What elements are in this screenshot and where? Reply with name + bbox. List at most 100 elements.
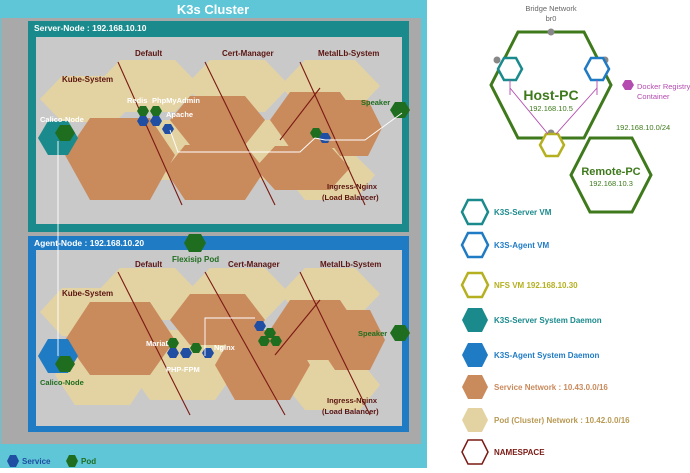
phpfpm-label: PHP-FPM xyxy=(166,365,200,374)
legend-agent-vm-label: K3S-Agent VM xyxy=(494,241,549,250)
phpmyadmin-label: PhpMyAdmin xyxy=(152,96,200,105)
service-net-hex xyxy=(255,146,350,190)
pod-icon xyxy=(264,328,276,338)
service-icon xyxy=(319,133,331,143)
bridge-port xyxy=(547,28,555,36)
namespace-boundary xyxy=(117,61,183,206)
namespace-boundary xyxy=(204,271,286,416)
legend-pod-net-label: Pod (Cluster) Network : 10.42.0.0/16 xyxy=(494,416,630,425)
service-icon xyxy=(137,116,149,126)
pod-icon xyxy=(137,106,149,116)
docker-registry-label-2: Container xyxy=(637,92,670,101)
speaker-pod-server xyxy=(390,102,410,118)
legend-server-daemon-label: K3S-Server System Daemon xyxy=(494,316,602,325)
agent-ns-ingress: Ingress-Nginx xyxy=(327,396,378,405)
legend-namespace-icon xyxy=(461,439,489,465)
legend: K3S-Server VM K3S-Agent VM NFS VM 192.16… xyxy=(460,198,630,465)
flexisip-pod xyxy=(184,234,206,252)
agent-namespace-lines xyxy=(117,271,371,416)
pod-icon xyxy=(190,343,202,353)
namespace-boundary xyxy=(279,87,321,141)
server-speaker-label: Speaker xyxy=(361,98,390,107)
server-namespace-lines xyxy=(117,61,366,206)
agent-service-network xyxy=(65,294,385,400)
server-node-label: Server-Node : 192.168.10.10 xyxy=(34,23,147,33)
server-ns-kube-system: Kube-System xyxy=(62,75,113,84)
mariadb-label: MariaDB xyxy=(146,339,177,348)
remote-pc-label: Remote-PC xyxy=(581,166,640,178)
pod-icon xyxy=(270,336,282,346)
legend-agent-daemon-icon xyxy=(462,343,488,367)
agent-ns-cert-manager: Cert-Manager xyxy=(228,260,280,269)
bridge-port xyxy=(493,56,501,64)
agent-node: Agent-Node : 192.168.10.20 Flexisip Pod xyxy=(28,234,410,432)
agent-traffic-path xyxy=(204,317,255,356)
service-legend-label: Service xyxy=(22,457,51,466)
service-net-hex xyxy=(65,302,175,375)
server-ns-cert-manager: Cert-Manager xyxy=(222,49,274,58)
server-app-pods xyxy=(137,106,331,143)
namespace-boundary xyxy=(299,61,366,206)
legend-namespace-label: NAMESPACE xyxy=(494,448,545,457)
legend-server-vm-label: K3S-Server VM xyxy=(494,208,552,217)
vm-links xyxy=(509,80,598,135)
agent-app-pods xyxy=(167,321,282,358)
host-pc-label: Host-PC xyxy=(523,87,578,103)
server-node: Server-Node : 192.168.10.10 Def xyxy=(28,21,410,232)
speaker-pod-agent xyxy=(390,325,410,341)
legend-server-vm-icon xyxy=(460,198,490,226)
vm-link xyxy=(555,87,598,135)
service-net-hex xyxy=(65,118,175,200)
service-icon xyxy=(167,348,179,358)
nfs-vm-hex xyxy=(538,132,566,158)
bridge-network-sub: br0 xyxy=(546,14,557,23)
bridge-network-title: Bridge Network xyxy=(525,4,577,13)
server-ns-default: Default xyxy=(135,49,162,58)
pod-legend-label: Pod xyxy=(81,457,96,466)
service-icon xyxy=(150,116,162,126)
service-legend-icon xyxy=(7,455,19,467)
pod-icon xyxy=(167,338,179,348)
agent-ns-kube-system: Kube-System xyxy=(62,289,113,298)
legend-pod-net-icon xyxy=(462,408,488,432)
remote-pc-hex xyxy=(569,136,653,214)
redis-label: Redis xyxy=(127,96,147,105)
calico-pod-server xyxy=(55,125,75,141)
calico-pod-agent xyxy=(55,356,75,372)
namespace-boundary xyxy=(299,271,371,416)
legend-service-net-icon xyxy=(462,375,488,399)
pod-icon xyxy=(310,128,322,138)
agent-calico-label: Calico-Node xyxy=(40,378,84,387)
legend-nfs-vm-label: NFS VM 192.168.10.30 xyxy=(494,281,578,290)
legend-nfs-vm-icon xyxy=(460,271,490,299)
docker-registry-icon xyxy=(622,80,634,90)
subnet-label: 192.168.10.0/24 xyxy=(616,123,670,132)
server-calico-label: Calico-Node xyxy=(40,115,84,124)
service-net-hex xyxy=(165,145,265,200)
pod-net-hex xyxy=(40,76,138,122)
namespace-boundary xyxy=(117,271,191,416)
cluster-title: K3s Cluster xyxy=(177,2,249,17)
agent-vm-hex xyxy=(583,56,611,82)
docker-registry-label-1: Docker Registry xyxy=(637,82,690,91)
server-vm-hex xyxy=(496,56,524,82)
legend-service-net-label: Service Network : 10.43.0.0/16 xyxy=(494,383,608,392)
vm-link xyxy=(509,87,549,135)
host-pc-ip: 192.168.10.5 xyxy=(529,104,573,113)
legend-server-daemon-icon xyxy=(462,308,488,332)
server-service-network xyxy=(65,92,382,200)
apache-label: Apache xyxy=(166,110,193,119)
pod-icon xyxy=(150,106,162,116)
service-net-hex xyxy=(320,100,382,156)
agent-ns-metallb: MetalLb-System xyxy=(320,260,381,269)
pod-legend-icon xyxy=(66,455,78,467)
agent-speaker-label: Speaker xyxy=(358,329,387,338)
server-ns-ingress: Ingress-Nginx xyxy=(327,182,378,191)
server-ns-metallb: MetalLb-System xyxy=(318,49,379,58)
namespace-boundary xyxy=(204,61,276,206)
server-traffic-path xyxy=(169,112,403,153)
legend-agent-vm-icon xyxy=(460,231,490,259)
service-icon xyxy=(254,321,266,331)
